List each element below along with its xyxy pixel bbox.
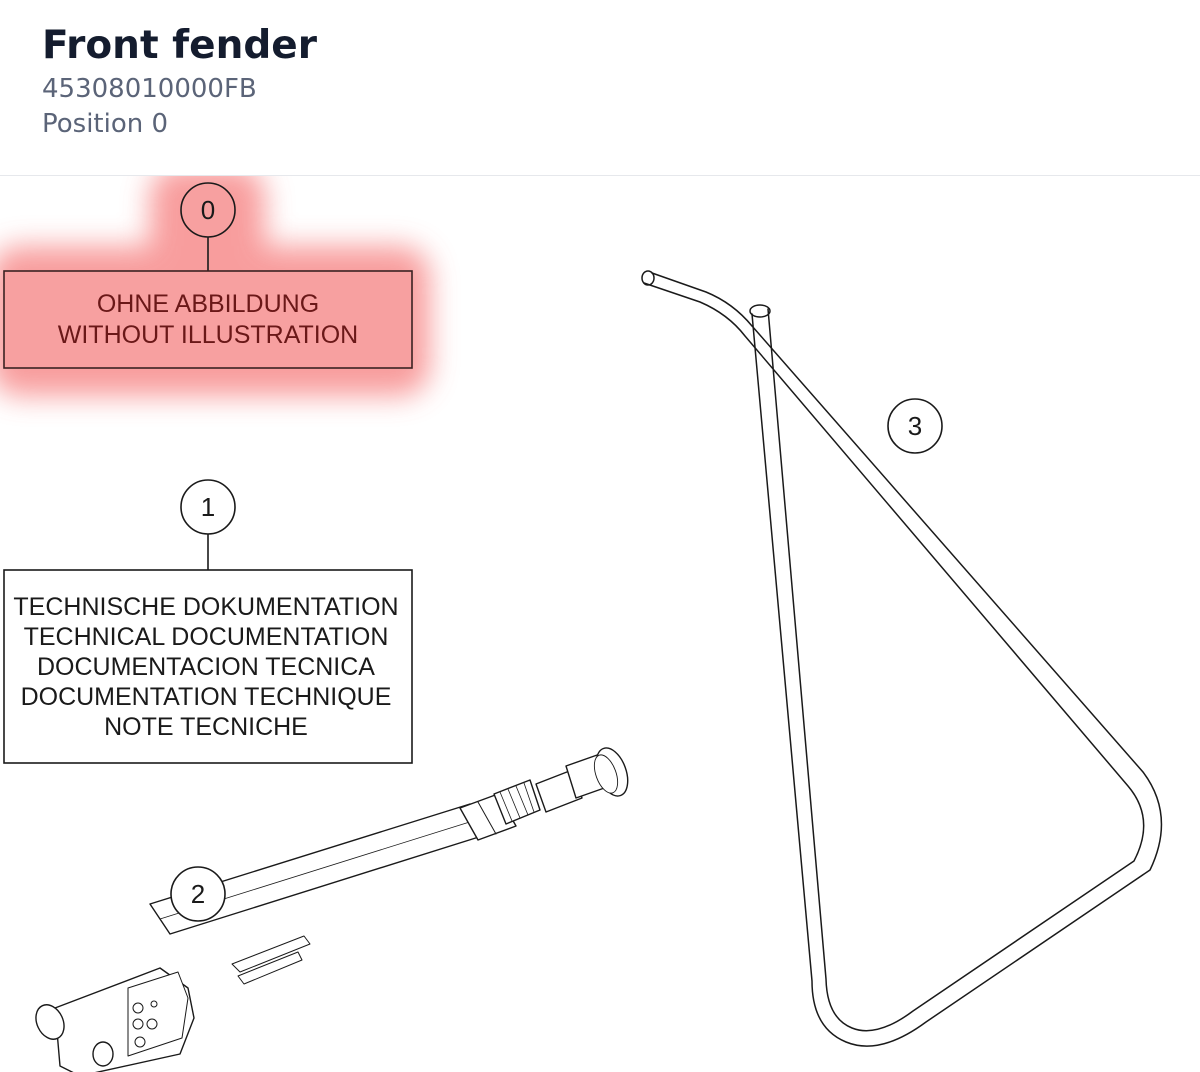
callout-1[interactable]: 1 (180, 479, 236, 570)
tech-doc-line-de: TECHNISCHE DOKUMENTATION (13, 593, 398, 621)
without-illustration-line-en: WITHOUT ILLUSTRATION (58, 321, 358, 349)
part-number: 45308010000FB (42, 74, 257, 104)
callout-2-label: 2 (191, 879, 205, 909)
callout-1-label: 1 (201, 492, 215, 522)
callout-3-label: 3 (908, 411, 922, 441)
without-illustration-box[interactable]: OHNE ABBILDUNG WITHOUT ILLUSTRATION (3, 270, 413, 369)
tech-doc-line-it: NOTE TECNICHE (104, 713, 308, 741)
position-0-highlight (0, 176, 430, 396)
page-title: Front fender (42, 23, 317, 68)
callout-0-label: 0 (201, 195, 215, 225)
technical-documentation-box[interactable]: TECHNISCHE DOKUMENTATION TECHNICAL DOCUM… (3, 569, 413, 764)
callout-0[interactable]: 0 (180, 182, 236, 271)
tech-doc-line-es: DOCUMENTACION TECNICA (37, 653, 375, 681)
position-label: Position 0 (42, 109, 169, 139)
side-stand-illustration[interactable] (641, 270, 1163, 1047)
callout-3[interactable]: 3 (887, 398, 943, 454)
tech-doc-line-fr: DOCUMENTATION TECHNIQUE (21, 683, 392, 711)
page-header: Front fender 45308010000FB Position 0 (0, 0, 1200, 176)
pump-illustration[interactable] (31, 744, 634, 1072)
exploded-diagram: 0 OHNE ABBILDUNG WITHOUT ILLUSTRATION 1 … (0, 176, 1200, 1072)
without-illustration-line-de: OHNE ABBILDUNG (97, 290, 319, 318)
tech-doc-line-en: TECHNICAL DOCUMENTATION (24, 623, 389, 651)
callout-2[interactable]: 2 (170, 866, 226, 922)
